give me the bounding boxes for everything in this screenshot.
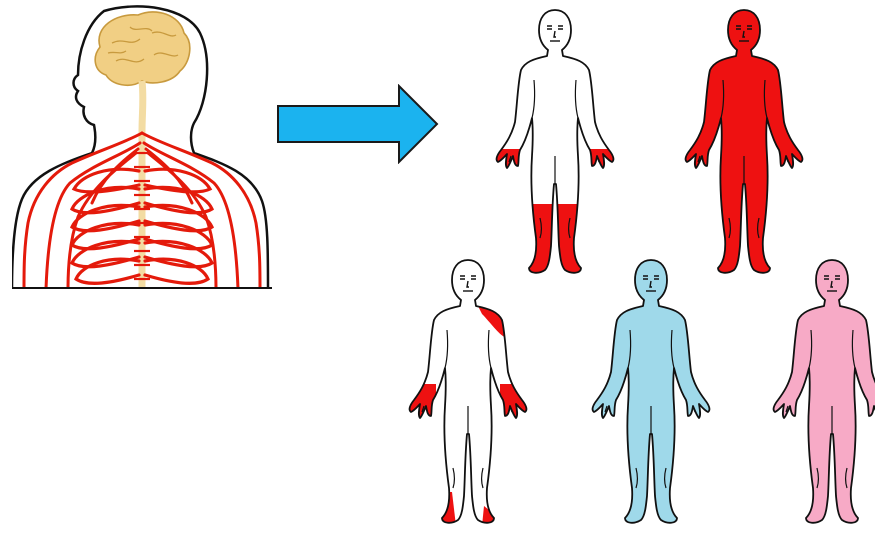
body-figure-whole-blue [581,256,721,528]
body-figure-patchy [398,256,538,528]
nervous-system-svg [12,3,272,289]
body-fill [686,10,803,273]
body-outline-figure [485,6,625,278]
body-figure-whole-red [674,6,814,278]
spinal-cord [142,81,143,289]
body-figure-distal-legs-hands [485,6,625,278]
body-outline-figure [674,6,814,278]
right-arrow-icon [275,84,440,164]
body-figure-whole-pink [762,256,875,528]
body-fill [593,260,710,523]
body-outline-figure [762,256,875,528]
body-outline-figure [398,256,538,528]
nervous-system-illustration [12,3,272,289]
brain-shape [95,12,190,85]
body-fill [497,10,614,273]
body-outline-figure [581,256,721,528]
